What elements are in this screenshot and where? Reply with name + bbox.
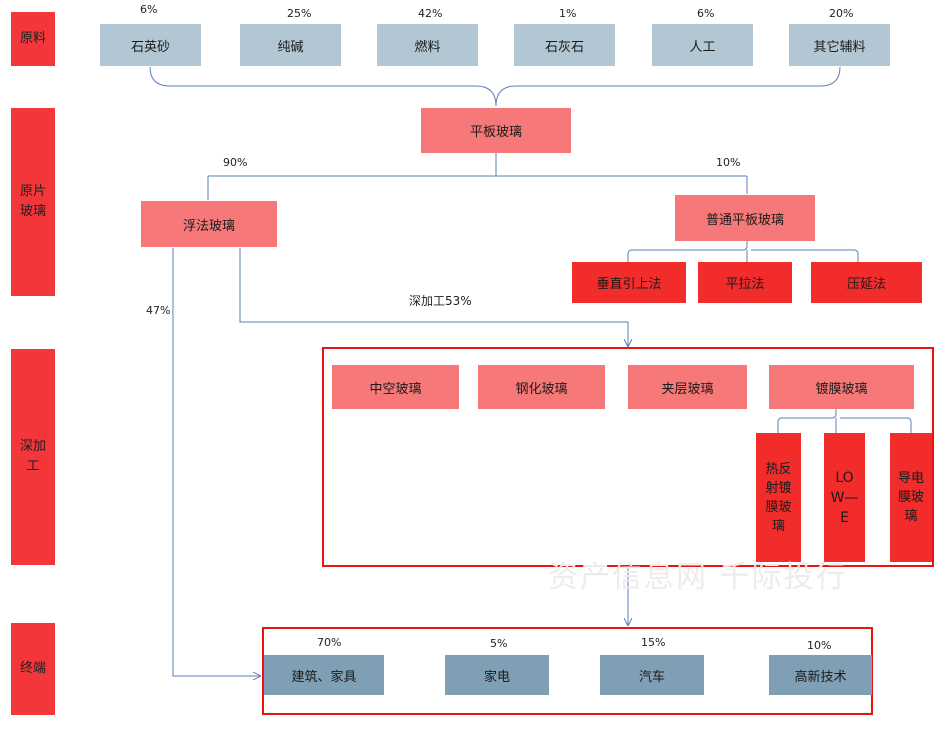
terminal-pct: 70%: [317, 636, 342, 649]
raw-brace: [149, 66, 841, 107]
method-brace: [627, 241, 859, 262]
terminal-box: 汽车: [600, 655, 704, 695]
stage-original-glass: 原片 玻璃: [11, 108, 55, 296]
direct-arrow: [172, 248, 260, 676]
deep-processing-label: 深加工53%: [409, 294, 472, 308]
deep-processing-frame: [322, 347, 934, 567]
terminal-frame: [262, 627, 873, 715]
method-box: 垂直引上法: [572, 262, 686, 303]
watermark: 资产信息网 千际投行: [548, 560, 848, 595]
coated-glass-type: 热反 射镀 膜玻 璃: [756, 433, 801, 562]
raw-pct: 1%: [559, 7, 577, 20]
stage-terminal: 终端: [11, 623, 55, 715]
float-glass-pct: 90%: [223, 156, 248, 169]
processed-glass-box: 中空玻璃: [332, 365, 459, 409]
raw-material-box: 人工: [652, 24, 753, 66]
terminal-box: 建筑、家具: [264, 655, 384, 695]
raw-pct: 25%: [287, 7, 312, 20]
raw-material-box: 燃料: [377, 24, 478, 66]
raw-material-box: 其它辅料: [789, 24, 890, 66]
processed-glass-box: 镀膜玻璃: [769, 365, 914, 409]
flat-split: [207, 153, 748, 200]
terminal-box: 家电: [445, 655, 549, 695]
ordinary-glass-pct: 10%: [716, 156, 741, 169]
terminal-pct: 5%: [490, 637, 508, 650]
processed-glass-box: 夹层玻璃: [628, 365, 747, 409]
raw-material-box: 石灰石: [514, 24, 615, 66]
terminal-pct: 10%: [807, 639, 832, 652]
direct-pct: 47%: [146, 304, 171, 317]
terminal-box: 高新技术: [769, 655, 872, 695]
flat-glass-box: 平板玻璃: [421, 108, 571, 153]
coated-brace: [777, 409, 912, 433]
processed-glass-box: 钢化玻璃: [478, 365, 605, 409]
method-box: 平拉法: [698, 262, 792, 303]
stage-raw: 原料: [11, 12, 55, 66]
raw-pct: 42%: [418, 7, 443, 20]
raw-pct: 6%: [697, 7, 715, 20]
float-glass-box: 浮法玻璃: [141, 201, 277, 247]
stage-deep-processing: 深加 工: [11, 349, 55, 565]
coated-glass-type: LO W— E: [824, 433, 865, 562]
raw-pct: 20%: [829, 7, 854, 20]
terminal-pct: 15%: [641, 636, 666, 649]
raw-pct: 6%: [140, 3, 158, 16]
raw-material-box: 纯碱: [240, 24, 341, 66]
method-box: 压延法: [811, 262, 922, 303]
coated-glass-type: 导电 膜玻 璃: [890, 433, 932, 562]
deep-arrow: [239, 248, 628, 346]
raw-material-box: 石英砂: [100, 24, 201, 66]
ordinary-glass-box: 普通平板玻璃: [675, 195, 815, 241]
